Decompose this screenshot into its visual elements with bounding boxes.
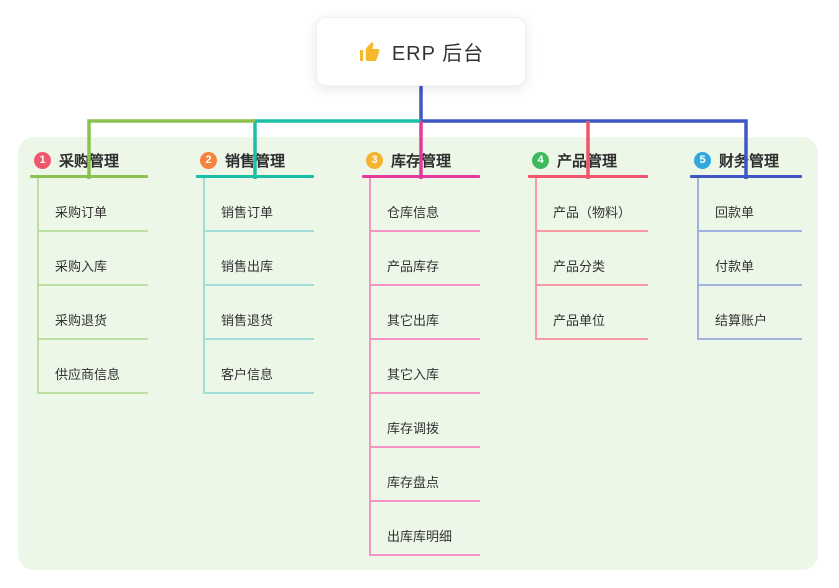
child-node[interactable]: 产品（物料） bbox=[535, 178, 648, 232]
thumbs-up-icon bbox=[358, 40, 382, 64]
child-label: 采购入库 bbox=[55, 259, 108, 274]
branch-spine-line bbox=[203, 178, 205, 394]
branch-spine-line bbox=[535, 178, 537, 340]
child-label: 付款单 bbox=[715, 259, 755, 274]
child-label: 其它入库 bbox=[387, 367, 440, 382]
child-label: 产品单位 bbox=[553, 313, 606, 328]
branch-label: 库存管理 bbox=[391, 153, 452, 170]
child-label: 库存盘点 bbox=[387, 475, 440, 490]
child-node[interactable]: 销售订单 bbox=[203, 178, 314, 232]
badge-4-icon: 4 bbox=[532, 152, 549, 169]
branch-finance-title[interactable]: 5 财务管理 bbox=[690, 146, 802, 175]
branch-label: 产品管理 bbox=[557, 153, 618, 170]
branch-product-title[interactable]: 4 产品管理 bbox=[528, 146, 648, 175]
child-label: 采购订单 bbox=[55, 205, 108, 220]
branch-children: 仓库信息 产品库存 其它出库 其它入库 库存调拨 库存盘点 出库库明细 bbox=[369, 178, 480, 556]
branch-purchase-title[interactable]: 1 采购管理 bbox=[30, 146, 148, 175]
child-label: 销售订单 bbox=[221, 205, 274, 220]
branch-spine-line bbox=[37, 178, 39, 394]
branch-children: 回款单 付款单 结算账户 bbox=[697, 178, 802, 340]
child-node[interactable]: 回款单 bbox=[697, 178, 802, 232]
child-node[interactable]: 产品单位 bbox=[535, 286, 648, 340]
child-label: 出库库明细 bbox=[387, 529, 453, 544]
branch-label: 销售管理 bbox=[225, 153, 286, 170]
branch-label: 采购管理 bbox=[59, 153, 120, 170]
child-label: 客户信息 bbox=[221, 367, 274, 382]
child-node[interactable]: 仓库信息 bbox=[369, 178, 480, 232]
child-node[interactable]: 出库库明细 bbox=[369, 502, 480, 556]
branch-sales: 2 销售管理 销售订单 销售出库 销售退货 客户信息 bbox=[196, 146, 314, 394]
branch-spine-line bbox=[369, 178, 371, 556]
child-node[interactable]: 采购订单 bbox=[37, 178, 148, 232]
child-label: 采购退货 bbox=[55, 313, 108, 328]
child-label: 供应商信息 bbox=[55, 367, 121, 382]
child-node[interactable]: 供应商信息 bbox=[37, 340, 148, 394]
badge-5-icon: 5 bbox=[694, 152, 711, 169]
child-node[interactable]: 客户信息 bbox=[203, 340, 314, 394]
child-node[interactable]: 销售出库 bbox=[203, 232, 314, 286]
badge-1-icon: 1 bbox=[34, 152, 51, 169]
child-node[interactable]: 库存盘点 bbox=[369, 448, 480, 502]
branch-purchase: 1 采购管理 采购订单 采购入库 采购退货 供应商信息 bbox=[30, 146, 148, 394]
child-label: 仓库信息 bbox=[387, 205, 440, 220]
branch-children: 产品（物料） 产品分类 产品单位 bbox=[535, 178, 648, 340]
branch-children: 销售订单 销售出库 销售退货 客户信息 bbox=[203, 178, 314, 394]
child-node[interactable]: 产品分类 bbox=[535, 232, 648, 286]
root-title: ERP 后台 bbox=[391, 43, 485, 65]
child-node[interactable]: 采购退货 bbox=[37, 286, 148, 340]
branch-inventory-title[interactable]: 3 库存管理 bbox=[362, 146, 480, 175]
child-label: 销售出库 bbox=[221, 259, 274, 274]
child-node[interactable]: 销售退货 bbox=[203, 286, 314, 340]
child-label: 产品分类 bbox=[553, 259, 606, 274]
badge-2-icon: 2 bbox=[200, 152, 217, 169]
child-label: 产品（物料） bbox=[553, 205, 632, 220]
child-node[interactable]: 付款单 bbox=[697, 232, 802, 286]
child-node[interactable]: 采购入库 bbox=[37, 232, 148, 286]
branch-label: 财务管理 bbox=[719, 153, 780, 170]
branch-inventory: 3 库存管理 仓库信息 产品库存 其它出库 其它入库 库存调拨 库存盘点 出库库… bbox=[362, 146, 480, 556]
root-node-erp[interactable]: ERP 后台 bbox=[316, 17, 526, 86]
child-node[interactable]: 结算账户 bbox=[697, 286, 802, 340]
branch-spine-line bbox=[697, 178, 699, 340]
child-label: 结算账户 bbox=[715, 313, 768, 328]
branch-children: 采购订单 采购入库 采购退货 供应商信息 bbox=[37, 178, 148, 394]
branches-panel bbox=[18, 137, 818, 570]
badge-3-icon: 3 bbox=[366, 152, 383, 169]
branch-sales-title[interactable]: 2 销售管理 bbox=[196, 146, 314, 175]
child-label: 销售退货 bbox=[221, 313, 274, 328]
child-label: 产品库存 bbox=[387, 259, 440, 274]
child-node[interactable]: 其它出库 bbox=[369, 286, 480, 340]
child-label: 回款单 bbox=[715, 205, 755, 220]
child-node[interactable]: 产品库存 bbox=[369, 232, 480, 286]
child-node[interactable]: 其它入库 bbox=[369, 340, 480, 394]
branch-product: 4 产品管理 产品（物料） 产品分类 产品单位 bbox=[528, 146, 648, 340]
child-label: 库存调拨 bbox=[387, 421, 440, 436]
child-node[interactable]: 库存调拨 bbox=[369, 394, 480, 448]
child-label: 其它出库 bbox=[387, 313, 440, 328]
branch-finance: 5 财务管理 回款单 付款单 结算账户 bbox=[690, 146, 802, 340]
